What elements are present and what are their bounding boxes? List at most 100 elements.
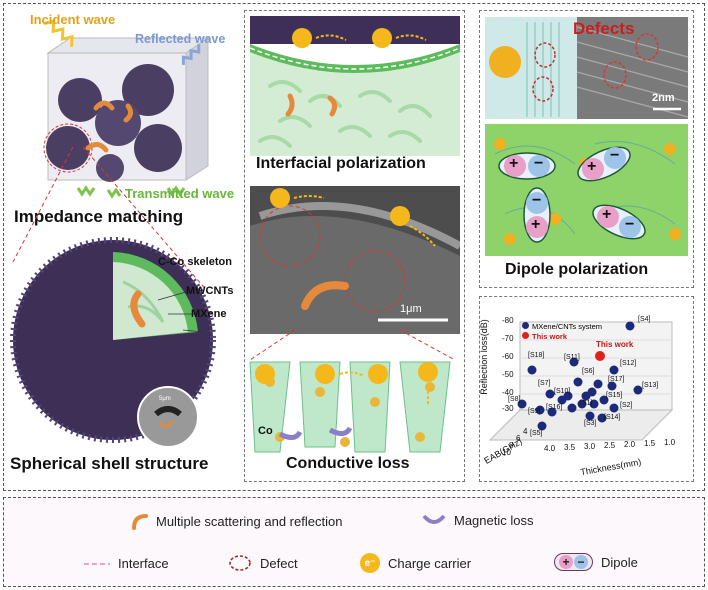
dipole-plus-1: + (509, 155, 518, 173)
carrier-symbol-1: e⁻ (296, 47, 306, 58)
dipole-panel: + − + − − + + − Dipole polarization (485, 124, 688, 284)
system-data-point (568, 404, 577, 413)
co-label: Co (258, 425, 273, 437)
chart-zlabel: Reflection loss(dB) (479, 319, 489, 395)
legend-frame (3, 497, 705, 587)
defects-scale-label: 2nm (652, 92, 675, 104)
x-tick-label: 1.5 (644, 439, 655, 448)
x-tick-label: 2.0 (624, 440, 635, 449)
skeleton-label: C-Co skeleton (158, 256, 232, 268)
magnetic-loss-icon (422, 512, 446, 528)
system-data-point (610, 366, 619, 375)
point-label: [S16] (546, 404, 562, 411)
carrier-icon: e⁻ (360, 553, 380, 573)
point-label: [S12] (620, 360, 636, 367)
shell-sphere-illustration (8, 232, 240, 477)
legend-this-work-label: This work (532, 332, 567, 341)
point-label: [S7] (538, 380, 550, 387)
y-tick-label: 8 (509, 441, 513, 450)
point-label: [S6] (582, 368, 594, 375)
dipole-minus-2: − (610, 147, 619, 165)
point-label: [S4] (638, 316, 650, 323)
legend-carrier: e⁻ Charge carrier (360, 553, 471, 573)
legend-this-work-entry: This work (522, 332, 602, 342)
scattering-arc-icon (130, 512, 148, 530)
conductive-panel: Co Conductive loss (250, 342, 460, 478)
defects-panel: Defects 2nm (485, 17, 688, 119)
interfacial-illustration (250, 16, 460, 176)
point-label: [S14] (604, 414, 620, 421)
z-tick-label: -30 (502, 404, 514, 413)
sem-illustration (250, 186, 460, 334)
defect-ellipse-icon (228, 554, 252, 572)
sem-scale-label: 1μm (400, 303, 422, 315)
impedance-title: Impedance matching (14, 207, 183, 227)
y-tick-label: 4 (523, 427, 527, 436)
carrier-icon-symbol: e⁻ (365, 558, 376, 569)
defects-title: Defects (573, 19, 634, 39)
chart-legend: MXene/CNTs system This work (522, 322, 602, 342)
reflected-wave-label: Reflected wave (135, 32, 225, 46)
system-data-point (528, 366, 537, 375)
legend-dipole-label: Dipole (601, 555, 638, 570)
legend-magnetic-label: Magnetic loss (454, 513, 533, 528)
point-label: [S8] (508, 396, 520, 403)
legend-defect: Defect (228, 554, 298, 572)
interfacial-title: Interfacial polarization (256, 155, 426, 173)
impedance-panel: Incident wave Reflected wave Transmitted… (8, 8, 240, 230)
x-tick-label: 3.5 (564, 443, 575, 452)
dipole-plus-3: + (531, 216, 540, 234)
chart-annotation: This work (596, 340, 633, 349)
dipole-illustration (485, 124, 688, 256)
legend-carrier-label: Charge carrier (388, 556, 471, 571)
sem-panel: 1μm (250, 186, 460, 334)
legend-system-entry: MXene/CNTs system (522, 322, 602, 332)
point-label: [S15] (606, 392, 622, 399)
point-label: [S9] (528, 408, 540, 415)
interfacial-panel: e⁻ e⁻ Interfacial polarization (250, 16, 460, 176)
incident-wave-label: Incident wave (30, 12, 115, 27)
z-tick-label: -80 (502, 316, 514, 325)
dipole-minus-1: − (534, 155, 543, 173)
dipole-plus-4: + (602, 206, 611, 224)
system-data-point (610, 404, 619, 413)
point-label: [S5] (530, 430, 542, 437)
x-tick-label: 1.0 (664, 438, 675, 447)
dipole-plus-2: + (587, 158, 596, 176)
chart-area: Reflection loss(dB) EAB(GHz) Thickness(m… (482, 300, 692, 480)
mxene-label: MXene (191, 308, 226, 320)
point-label: [S18] (528, 352, 544, 359)
sem-inset-scale: 5μm (159, 396, 171, 402)
z-tick-label: -70 (502, 334, 514, 343)
point-label: [S17] (608, 376, 624, 383)
point-label: [S3] (584, 420, 596, 427)
x-tick-label: 3.0 (584, 442, 595, 451)
legend-interface: Interface (84, 556, 169, 571)
point-label: [S2] (620, 402, 632, 409)
mwcnts-label: MWCNTs (186, 285, 233, 297)
legend-defect-label: Defect (260, 556, 298, 571)
z-tick-label: -50 (502, 370, 514, 379)
dipole-icon: + − (554, 553, 593, 571)
system-data-point (594, 380, 603, 389)
y-tick-label: 6 (516, 434, 520, 443)
dipole-icon-minus: − (574, 555, 588, 569)
point-label: [S11] (564, 354, 580, 361)
legend-scattering: Multiple scattering and reflection (130, 512, 342, 530)
system-data-point (626, 322, 635, 331)
dipole-minus-3: − (532, 192, 541, 210)
carrier-symbol-2: e⁻ (376, 47, 386, 58)
legend-magnetic: Magnetic loss (422, 512, 533, 528)
transmitted-wave-label: Transmitted wave (125, 186, 234, 201)
shell-panel: C-Co skeleton MWCNTs MXene 5μm Spherical… (8, 232, 240, 477)
point-label: [S1] (580, 400, 592, 407)
legend-dipole: + − Dipole (554, 553, 638, 571)
dipole-icon-plus: + (559, 555, 573, 569)
legend-interface-label: Interface (118, 556, 169, 571)
this-work-data-point (595, 351, 605, 361)
shell-title: Spherical shell structure (10, 454, 208, 474)
x-tick-label: 2.5 (604, 441, 615, 450)
legend-scattering-label: Multiple scattering and reflection (156, 514, 342, 529)
x-tick-label: 4.0 (544, 444, 555, 453)
point-label: [S10] (554, 388, 570, 395)
